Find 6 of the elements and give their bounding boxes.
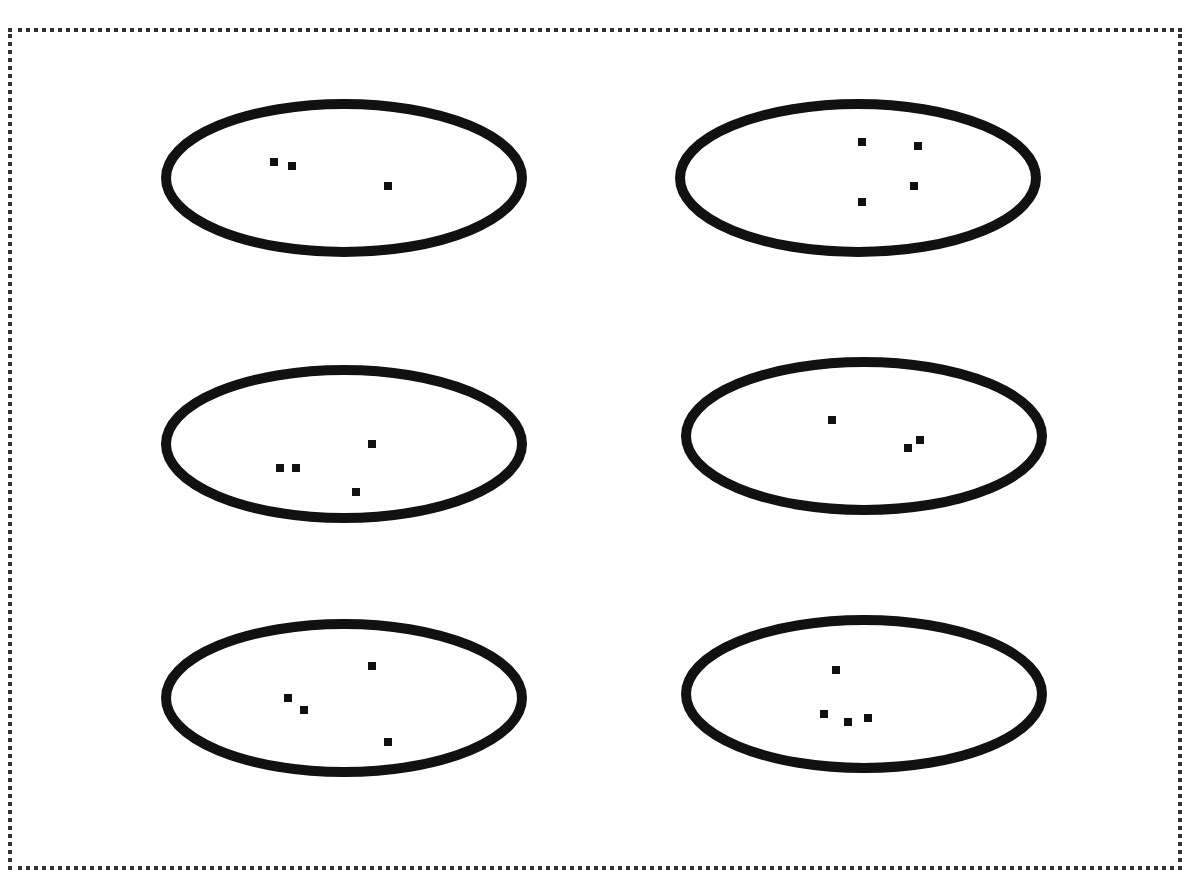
ellipse-shape xyxy=(680,356,1048,516)
ellipse-shape xyxy=(160,364,528,524)
ellipse-shape xyxy=(680,614,1048,774)
ellipse-shape xyxy=(160,618,528,778)
ellipse-shape xyxy=(674,98,1042,258)
ellipse-shape xyxy=(160,98,528,258)
